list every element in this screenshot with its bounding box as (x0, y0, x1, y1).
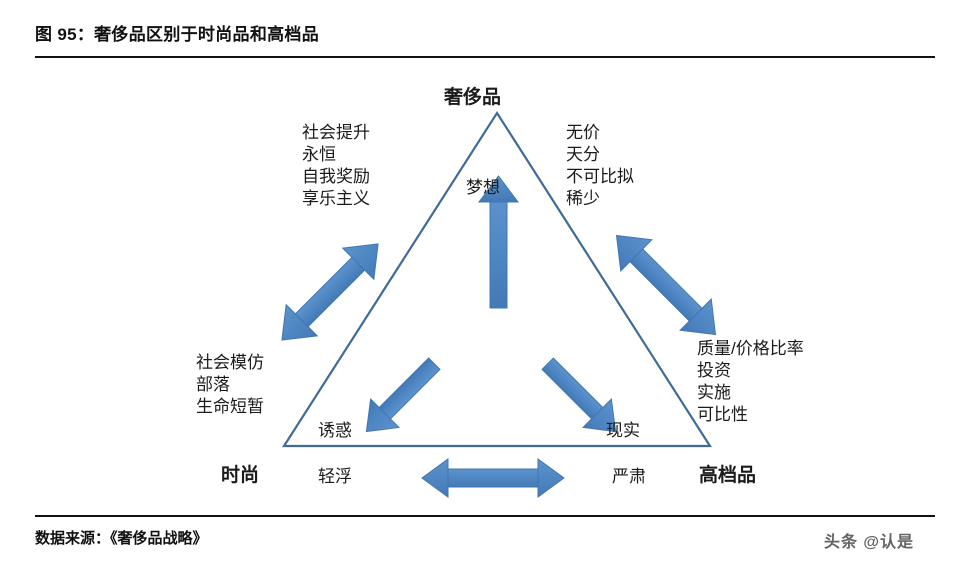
arrow-inner-right (541, 357, 617, 433)
axis-label-left: 轻浮 (318, 467, 352, 486)
watermark: 头条 @认是 (823, 534, 914, 551)
vertex-bottom-right-text: 高档品 (699, 465, 757, 486)
diagram-graphics (281, 110, 717, 498)
arrow-inner-left (365, 357, 441, 433)
triangle-outline (281, 110, 713, 448)
attribute-item: 不可比拟 (566, 167, 634, 187)
attribute-item: 可比性 (697, 405, 748, 425)
vertex-label-bottom-left: 时尚 (221, 464, 259, 489)
attribute-group-right-top: 无价 天分 不可比拟 稀少 (566, 122, 634, 210)
inner-label-bottom-right: 现实 (606, 421, 640, 440)
attribute-item: 无价 (566, 123, 600, 142)
arrow-left-diagonal (281, 243, 379, 341)
attribute-item: 天分 (566, 145, 600, 165)
attribute-item: 社会模仿 (196, 353, 264, 372)
page-title: 图 95：奢侈品区别于时尚品和高档品 (35, 25, 320, 44)
diagram-canvas: 奢侈品 时尚 高档品 社会提升 永恒 自我奖励 享乐主义 无价 天分 不可比拟 … (0, 60, 958, 512)
axis-label-right: 严肃 (612, 467, 646, 486)
inner-label-bottom-left: 诱惑 (318, 421, 352, 440)
attribute-item: 质量/价格比率 (697, 339, 804, 358)
attribute-item: 永恒 (302, 145, 336, 165)
attribute-item: 生命短暂 (196, 397, 264, 417)
arrow-bottom-horizontal (421, 458, 565, 498)
attribute-item: 投资 (697, 361, 731, 381)
inner-label-center: 梦想 (466, 178, 500, 197)
attribute-group-left-bottom: 社会模仿 部落 生命短暂 (196, 352, 264, 418)
footer-divider (35, 515, 935, 517)
source-note: 数据来源：《奢侈品战略》 (35, 530, 208, 547)
vertex-label-bottom-right: 高档品 (699, 464, 756, 489)
vertex-top-text: 奢侈品 (444, 87, 502, 108)
arrow-center-up (478, 175, 519, 309)
attribute-group-right-bottom: 质量/价格比率 投资 实施 可比性 (697, 338, 804, 426)
attribute-item: 稀少 (566, 189, 600, 209)
header-divider (35, 56, 935, 58)
attribute-item: 实施 (697, 383, 731, 403)
vertex-label-top: 奢侈品 (444, 86, 501, 111)
attribute-item: 社会提升 (302, 123, 370, 142)
vertex-bottom-left-text: 时尚 (221, 465, 260, 486)
attribute-item: 部落 (196, 375, 230, 395)
attribute-item: 享乐主义 (302, 189, 370, 209)
attribute-group-left-top: 社会提升 永恒 自我奖励 享乐主义 (302, 122, 370, 210)
attribute-item: 自我奖励 (302, 167, 370, 187)
arrow-right-diagonal (615, 234, 717, 336)
